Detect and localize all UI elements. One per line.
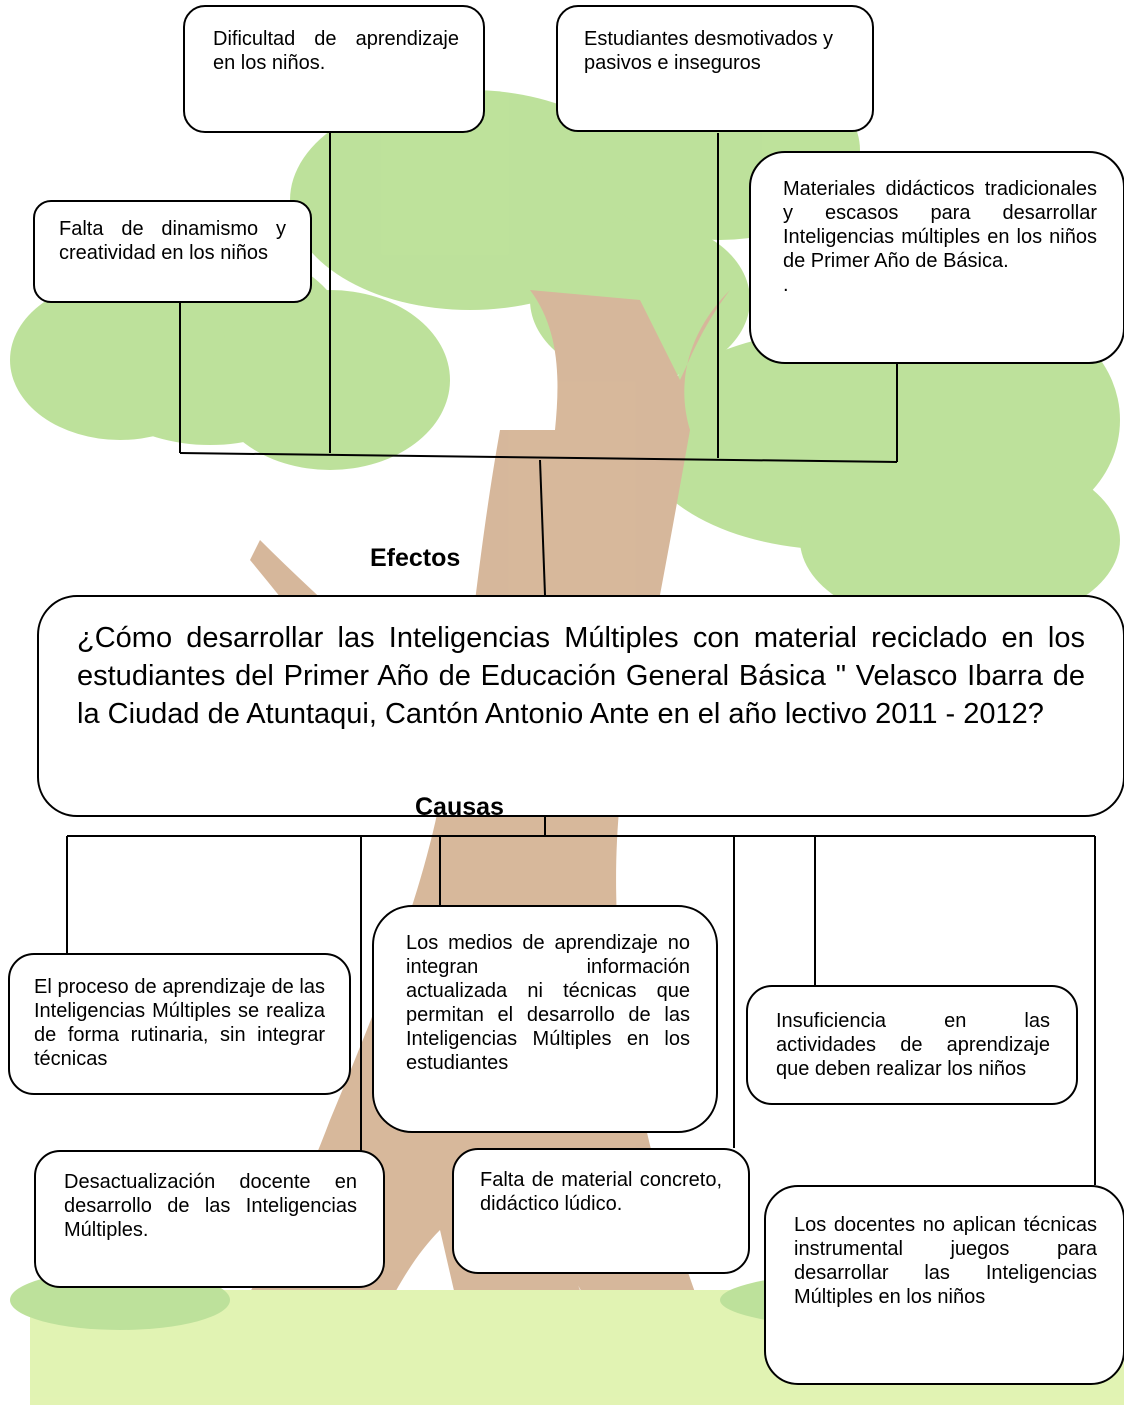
cause-box-learning-media: Los medios de aprendizaje no integran in… — [372, 905, 718, 1133]
foliage-blob — [800, 450, 1120, 630]
cause-box-outdated-teachers: Desactualización docente en desarrollo d… — [34, 1150, 385, 1288]
effect-text: Falta de dinamismo y creatividad en los … — [59, 218, 286, 264]
cause-box-routine-process: El proceso de aprendizaje de las Intelig… — [8, 953, 351, 1095]
cause-text: Los docentes no aplican técnicas instrum… — [794, 1214, 1097, 1308]
effect-text: Estudiantes desmotivados y pasivos e ins… — [584, 28, 834, 74]
effects-heading: Efectos — [370, 544, 461, 572]
problem-question: ¿Cómo desarrollar las Inteligencias Múlt… — [77, 622, 1085, 730]
connector-line — [539, 459, 546, 596]
cause-box-teachers-no-techniques: Los docentes no aplican técnicas instrum… — [764, 1185, 1124, 1385]
foliage-blob — [10, 280, 230, 440]
cause-text: Insuficiencia en las actividades de apre… — [776, 1010, 1050, 1080]
effect-box-learning-difficulty: Dificultad de aprendizaje en los niños. — [183, 5, 485, 133]
cause-text: El proceso de aprendizaje de las Intelig… — [34, 976, 325, 1070]
causes-heading: Causas — [415, 793, 504, 821]
effect-text: Dificultad de aprendizaje en los niños. — [213, 28, 459, 74]
cause-text: Falta de material concreto, didáctico lú… — [480, 1169, 722, 1215]
problem-question-box: ¿Cómo desarrollar las Inteligencias Múlt… — [37, 595, 1124, 817]
connector-line — [179, 452, 898, 463]
effect-box-unmotivated-students: Estudiantes desmotivados y pasivos e ins… — [556, 5, 874, 132]
cause-text: Desactualización docente en desarrollo d… — [64, 1171, 357, 1241]
cause-text: Los medios de aprendizaje no integran in… — [406, 932, 690, 1074]
effect-text: Materiales didácticos tradicionales y es… — [783, 178, 1097, 272]
effect-box-traditional-materials: Materiales didácticos tradicionales y es… — [749, 151, 1124, 364]
cause-box-insufficient-activities: Insuficiencia en las actividades de apre… — [746, 985, 1078, 1105]
effect-box-lack-of-dynamism: Falta de dinamismo y creatividad en los … — [33, 200, 312, 303]
effect-text: . — [783, 274, 789, 296]
cause-box-lack-of-material: Falta de material concreto, didáctico lú… — [452, 1148, 750, 1274]
